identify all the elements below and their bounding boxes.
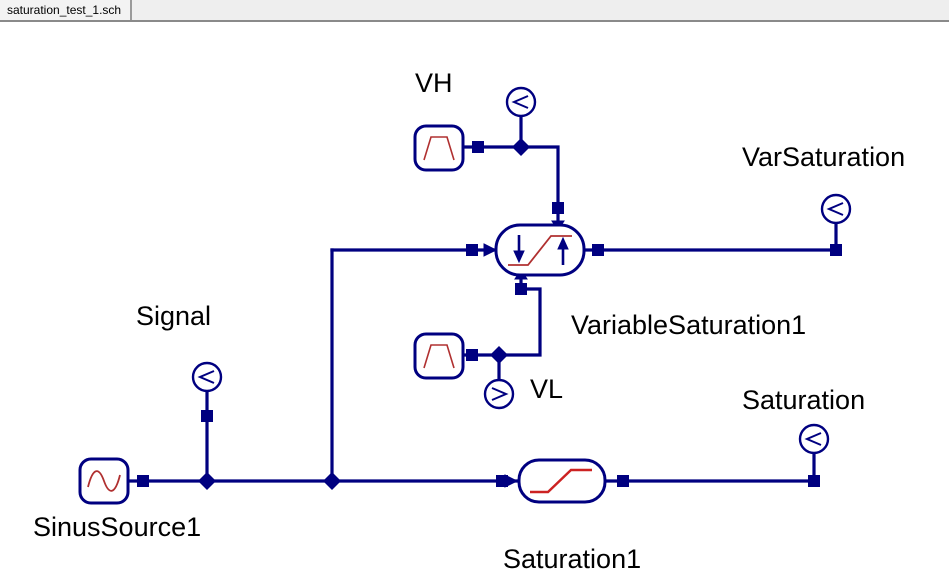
block-vl-source-body[interactable] bbox=[413, 332, 465, 380]
block-saturation1-body[interactable] bbox=[517, 458, 607, 504]
terminal-vh-out[interactable] bbox=[472, 141, 484, 153]
label-saturation: Saturation bbox=[742, 385, 866, 415]
saturation-curve-icon bbox=[508, 235, 572, 266]
terminal-vsat-out[interactable] bbox=[592, 244, 604, 256]
junction-branch-node[interactable] bbox=[323, 472, 341, 490]
probe-layer bbox=[191, 86, 852, 455]
tab-saturation-test-1[interactable]: saturation_test_1.sch bbox=[0, 0, 133, 20]
terminal-vh-to-vsat[interactable] bbox=[552, 202, 564, 214]
label-vh: VH bbox=[415, 68, 453, 98]
label-sinussource1: SinusSource1 bbox=[33, 512, 202, 542]
block-sinussource1[interactable] bbox=[78, 457, 130, 505]
probe-vl[interactable] bbox=[483, 378, 515, 410]
terminal-sat1-out[interactable] bbox=[617, 475, 629, 487]
probe-varsaturation[interactable] bbox=[820, 193, 852, 225]
terminal-vl-to-vsat[interactable] bbox=[515, 283, 527, 295]
inner-down-arrow-icon bbox=[513, 235, 525, 264]
label-vl: VL bbox=[530, 374, 564, 404]
wire-vl-node-up[interactable] bbox=[497, 287, 542, 357]
probe-signal[interactable] bbox=[191, 361, 223, 393]
terminal-varsaturation-end[interactable] bbox=[830, 244, 842, 256]
terminal-saturation-end[interactable] bbox=[808, 475, 820, 487]
terminal-sinus-out[interactable] bbox=[137, 475, 149, 487]
block-vh-source[interactable] bbox=[413, 124, 465, 172]
junction-vh-node[interactable] bbox=[512, 138, 530, 156]
junction-signal-node[interactable] bbox=[198, 472, 216, 490]
block-vh-source-body[interactable] bbox=[413, 124, 465, 172]
terminal-signal-stem[interactable] bbox=[201, 410, 213, 422]
wire-vh-node-down[interactable] bbox=[519, 145, 560, 224]
label-varsaturation: VarSaturation bbox=[742, 142, 906, 172]
tab-bar: saturation_test_1.sch bbox=[0, 0, 949, 22]
terminal-layer bbox=[137, 141, 842, 487]
terminal-vl-out[interactable] bbox=[466, 349, 478, 361]
label-saturation1: Saturation1 bbox=[503, 544, 642, 574]
schematic-canvas[interactable]: VH VarSaturation Signal VariableSaturati… bbox=[0, 22, 949, 573]
block-saturation1[interactable] bbox=[517, 458, 607, 504]
label-signal: Signal bbox=[136, 301, 212, 331]
tab-bar-empty-area bbox=[160, 0, 949, 20]
probe-vh[interactable] bbox=[505, 86, 537, 118]
inner-up-arrow-icon bbox=[557, 236, 569, 265]
wire-layer bbox=[126, 114, 838, 483]
junction-vl-node[interactable] bbox=[490, 346, 508, 364]
port-arrow-vsat-in bbox=[483, 243, 498, 257]
port-arrow-sat1-in bbox=[504, 474, 519, 488]
junction-layer bbox=[198, 138, 530, 490]
probe-saturation[interactable] bbox=[798, 423, 830, 455]
saturation-curve-icon bbox=[530, 468, 592, 494]
terminal-vsat-in[interactable] bbox=[466, 244, 478, 256]
label-variablesaturation1: VariableSaturation1 bbox=[571, 310, 807, 340]
block-variablesaturation1[interactable] bbox=[494, 223, 586, 277]
block-vl-source[interactable] bbox=[413, 332, 465, 380]
